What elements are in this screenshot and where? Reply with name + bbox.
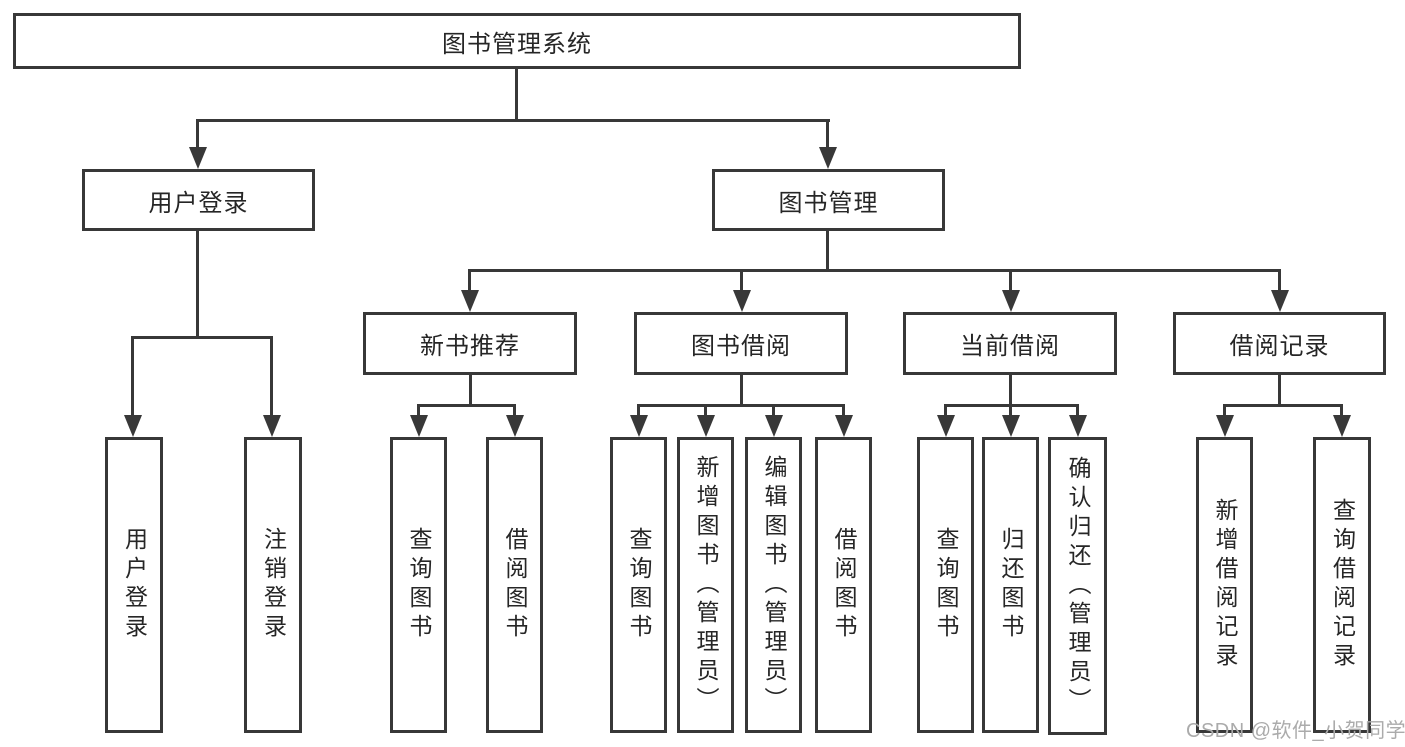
connector-current-borrowing-stem [1009, 375, 1012, 406]
leaf-cb-return-books: 归还图书 [982, 437, 1039, 733]
connector-new-book-stem [469, 375, 472, 406]
arrow-to-current-borrowing [1002, 290, 1020, 312]
arrow-to-book-management [819, 147, 837, 169]
connector-nb-leaf2 [513, 404, 516, 418]
arrow-to-leaf-user-login [124, 415, 142, 437]
arrow-cb-return-books [1002, 415, 1020, 437]
connector-new-book-bar [417, 404, 515, 407]
leaf-nb-borrow-books: 借阅图书 [486, 437, 543, 733]
connector-borrowing-records-stem [1278, 375, 1281, 406]
leaf-cb-return-books-label: 归还图书 [998, 527, 1024, 643]
connector-cb-leaf1 [944, 404, 947, 418]
connector-br-leaf1 [1223, 404, 1226, 418]
leaf-logout-label: 注销登录 [260, 527, 287, 643]
leaf-cb-query-books-label: 查询图书 [933, 527, 959, 643]
leaf-bb-add-books-admin: 新增图书（管理员） [677, 437, 734, 733]
arrow-br-add-record [1216, 415, 1234, 437]
leaf-bb-query-books-label: 查询图书 [626, 527, 652, 643]
connector-user-login-bar [131, 336, 272, 339]
leaf-cb-confirm-return-admin-label: 确认归还（管理员） [1065, 455, 1091, 717]
arrow-to-borrowing-records [1271, 290, 1289, 312]
leaf-bb-borrow-books: 借阅图书 [815, 437, 872, 733]
connector-to-leaf-user-login [131, 336, 134, 419]
connector-bb-leaf2 [704, 404, 707, 418]
leaf-user-login: 用户登录 [105, 437, 163, 733]
connector-borrowing-records-bar [1223, 404, 1343, 407]
connector-to-book-borrowing [740, 269, 743, 291]
node-book-borrowing-label: 图书借阅 [691, 333, 791, 360]
connector-bb-leaf3 [772, 404, 775, 418]
leaf-br-add-record-label: 新增借阅记录 [1212, 498, 1238, 672]
connector-bb-leaf4 [842, 404, 845, 418]
connector-root-bar [196, 119, 830, 122]
node-book-management-label: 图书管理 [778, 189, 879, 217]
connector-root-to-book-management [826, 119, 829, 152]
arrow-to-leaf-logout [263, 415, 281, 437]
watermark: CSDN @软件_小贺同学 [1186, 720, 1405, 742]
connector-cb-leaf2 [1009, 404, 1012, 418]
connector-root-to-user-login [196, 119, 199, 152]
node-borrowing-records-label: 借阅记录 [1229, 333, 1330, 360]
arrow-bb-query-books [630, 415, 648, 437]
connector-book-borrowing-bar [637, 404, 845, 407]
connector-root-stem [515, 69, 518, 120]
leaf-logout: 注销登录 [244, 437, 302, 733]
node-user-login-label: 用户登录 [148, 189, 249, 217]
arrow-br-query-record [1333, 415, 1351, 437]
connector-book-borrowing-stem [740, 375, 743, 406]
node-current-borrowing: 当前借阅 [903, 312, 1117, 375]
connector-nb-leaf1 [417, 404, 420, 418]
arrow-nb-borrow-books [506, 415, 524, 437]
arrow-bb-edit-books [765, 415, 783, 437]
arrow-to-book-borrowing [733, 290, 751, 312]
arrow-bb-add-books [697, 415, 715, 437]
leaf-bb-borrow-books-label: 借阅图书 [831, 527, 857, 643]
node-borrowing-records: 借阅记录 [1173, 312, 1386, 375]
leaf-bb-edit-books-admin-label: 编辑图书（管理员） [761, 454, 787, 716]
node-new-book-recommend-label: 新书推荐 [420, 333, 520, 360]
leaf-cb-query-books: 查询图书 [917, 437, 974, 733]
arrow-to-new-book-recommend [461, 290, 479, 312]
leaf-bb-query-books: 查询图书 [610, 437, 667, 733]
leaf-bb-edit-books-admin: 编辑图书（管理员） [745, 437, 802, 733]
connector-to-leaf-logout [270, 336, 273, 419]
connector-book-management-bar [468, 269, 1280, 272]
arrow-cb-confirm-return [1069, 415, 1087, 437]
connector-br-leaf2 [1340, 404, 1343, 418]
leaf-user-login-label: 用户登录 [121, 527, 148, 643]
leaf-br-add-record: 新增借阅记录 [1196, 437, 1253, 733]
leaf-br-query-record-label: 查询借阅记录 [1329, 498, 1356, 672]
connector-bb-leaf1 [637, 404, 640, 418]
node-book-borrowing: 图书借阅 [634, 312, 848, 375]
leaf-nb-query-books: 查询图书 [390, 437, 447, 733]
node-book-management: 图书管理 [712, 169, 945, 231]
leaf-nb-borrow-books-label: 借阅图书 [502, 527, 528, 643]
node-new-book-recommend: 新书推荐 [363, 312, 577, 375]
connector-to-borrowing-records [1278, 269, 1281, 291]
connector-cb-leaf3 [1076, 404, 1079, 418]
connector-book-management-stem [826, 231, 829, 271]
arrow-nb-query-books [410, 415, 428, 437]
leaf-bb-add-books-admin-label: 新增图书（管理员） [693, 454, 719, 716]
node-user-login: 用户登录 [82, 169, 315, 231]
leaf-nb-query-books-label: 查询图书 [406, 527, 432, 643]
arrow-bb-borrow-books [835, 415, 853, 437]
node-current-borrowing-label: 当前借阅 [960, 333, 1060, 360]
connector-user-login-stem [196, 231, 199, 336]
node-library-system: 图书管理系统 [13, 13, 1021, 69]
connector-to-current-borrowing [1009, 269, 1012, 291]
leaf-cb-confirm-return-admin: 确认归还（管理员） [1048, 437, 1107, 735]
arrow-cb-query-books [937, 415, 955, 437]
connector-to-new-book-recommend [468, 269, 471, 291]
node-library-system-label: 图书管理系统 [442, 30, 592, 58]
arrow-to-user-login [189, 147, 207, 169]
leaf-br-query-record: 查询借阅记录 [1313, 437, 1371, 733]
